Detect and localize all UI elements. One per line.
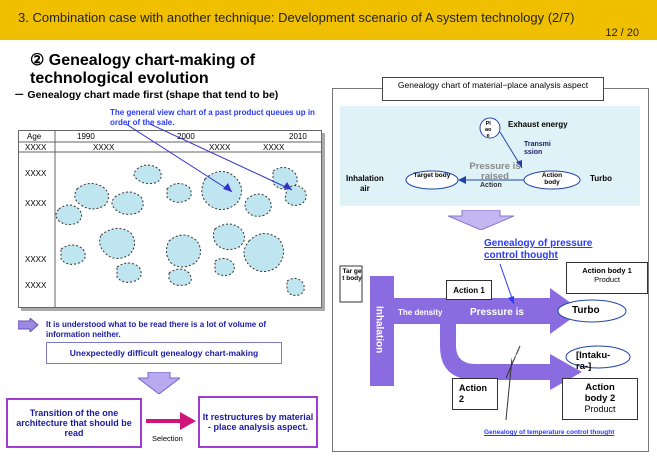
action1-box: Action 1	[446, 280, 492, 300]
age-label: Age	[27, 132, 42, 141]
year-1990: 1990	[77, 132, 95, 141]
row-label: XXXX	[25, 281, 47, 290]
difficult-box: Unexpectedly difficult genealogy chart-m…	[46, 342, 282, 364]
genealogy-pressure-label: Genealogy of pressure control thought	[484, 238, 593, 261]
genealogy-table: Age 1990 2000 2010 XXXX XXXX XXXX XXXX X…	[18, 130, 322, 308]
action2-box: Action 2	[452, 378, 498, 410]
xrow-cell: XXXX	[25, 143, 47, 152]
subheading: － Genealogy chart made first (shape that…	[14, 89, 279, 101]
transition-box: Transition of the one architecture that …	[6, 398, 142, 448]
action-body2-box: Action body 2 Product	[562, 378, 638, 420]
action-body-node: Action body	[541, 172, 563, 186]
section-heading: ② Genealogy chart-making of technologica…	[30, 52, 255, 88]
table-note: The general view chart of a past product…	[110, 108, 315, 127]
panel-down-arrow-icon	[448, 210, 514, 230]
understood-text: It is understood what to be read there i…	[46, 320, 267, 339]
right-arrow-icon	[18, 318, 39, 332]
down-arrow-icon	[138, 372, 180, 394]
it-lowers-label: It lowers the	[480, 352, 539, 363]
section-heading-line1: ② Genealogy chart-making of	[30, 52, 256, 69]
transmission-label: Transmi ssion	[524, 141, 551, 156]
the-density-label: The density	[398, 308, 443, 317]
action-body2-label: Action body 2	[584, 382, 616, 404]
row-label: XXXX	[25, 169, 47, 178]
header-bar	[0, 0, 657, 40]
inhalation-air-label: Inhalation air	[346, 174, 384, 193]
target-body-vertical: Tar get body	[342, 268, 362, 282]
year-2010: 2010	[289, 132, 307, 141]
right-panel-title: Genealogy chart of material−place analys…	[382, 77, 604, 101]
year-2000: 2000	[177, 132, 195, 141]
action-body1-box: Action body 1 Product	[566, 262, 648, 294]
row-label: XXXX	[25, 199, 47, 208]
row-label: XXXX	[25, 255, 47, 264]
xrow-cell: XXXX	[93, 143, 115, 152]
target-body-node: Target body	[413, 172, 451, 179]
restructure-box: It restructures by material - place anal…	[198, 396, 318, 448]
field-model-diagram	[405, 117, 581, 190]
selection-arrow-icon	[146, 412, 196, 430]
table-grid	[19, 131, 321, 307]
page-number: 12 / 20	[605, 27, 639, 39]
action-body2-product: Product	[584, 404, 616, 414]
xrow-cell: XXXX	[263, 143, 285, 152]
xrow-cell: XXXX	[209, 143, 231, 152]
slide-title: 3. Combination case with another techniq…	[18, 10, 575, 25]
inhalation-vertical: Inhalation	[373, 306, 385, 354]
turbo-node: Turbo	[572, 305, 600, 316]
flow-diagram	[339, 263, 631, 421]
pressure-is-label: Pressure is	[470, 307, 524, 318]
action-label: Action	[480, 182, 502, 189]
pi-node-label: Pl ao e	[485, 121, 492, 139]
action-body1-product: Product	[594, 275, 620, 284]
selection-label: Selection	[152, 434, 183, 443]
turbo-top-label: Turbo	[590, 174, 613, 183]
intakura-node: [Intaku- ra-]	[576, 350, 611, 372]
pressure-raised-label: Pressure is raised	[469, 161, 521, 182]
genealogy-temp-label: Genealogy of temperature control thought	[484, 429, 615, 436]
exhaust-energy-label: Exhaust energy	[508, 120, 568, 129]
action-body1-label: Action body 1	[582, 266, 632, 275]
section-heading-line2: technological evolution	[30, 70, 209, 87]
